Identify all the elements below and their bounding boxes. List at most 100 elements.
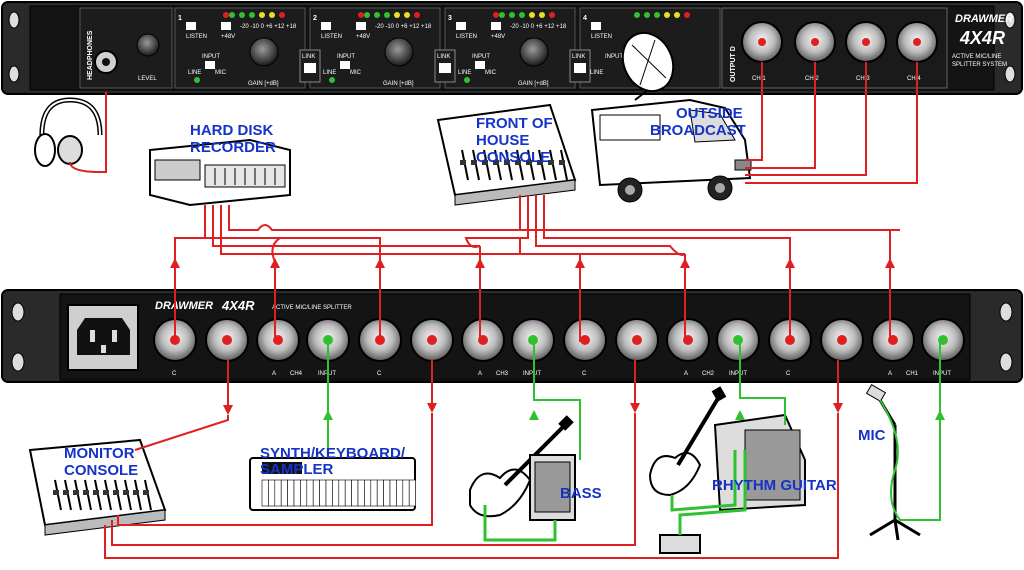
bass-guitar xyxy=(469,415,576,521)
label-synth-line1: SYNTH/KEYBOARD/ xyxy=(260,445,406,462)
link-buttons: LINK LINK LINK xyxy=(299,49,591,83)
xlr-pin xyxy=(913,38,921,46)
fader-cap xyxy=(133,490,139,495)
phantom-led xyxy=(223,12,229,18)
headphones-label: HEADPHONES xyxy=(87,30,94,80)
line-led xyxy=(329,77,335,83)
cable-output-ch1 xyxy=(745,62,763,161)
jack-label-c: C xyxy=(377,371,382,377)
synth-key xyxy=(389,479,397,507)
channel-number: 2 xyxy=(313,15,317,22)
synth-keyboard xyxy=(249,457,416,511)
fader-cap xyxy=(504,160,510,165)
synth-key xyxy=(280,479,288,507)
meter-led xyxy=(414,12,420,18)
xlr-pin xyxy=(862,38,870,46)
channel-number: 4 xyxy=(583,15,587,22)
meter-scale: -20 -10 0 +6 +12 +18 xyxy=(240,24,297,30)
headphone-jack-hole xyxy=(102,58,110,66)
meter-led xyxy=(259,12,265,18)
model-name: 4X4R xyxy=(959,28,1005,48)
rack-screw xyxy=(8,65,20,83)
synth-key xyxy=(274,479,282,507)
model-subtitle-2: SPLITTER SYSTEM xyxy=(952,62,1007,68)
meter-led xyxy=(519,12,525,18)
fader-cap xyxy=(471,160,477,165)
fader-cap xyxy=(93,490,99,495)
label-mic: MIC xyxy=(858,427,886,444)
rack-screw xyxy=(8,11,20,29)
link-label: LINK xyxy=(437,54,450,60)
fader-cap xyxy=(559,160,565,165)
jack-label-c: C xyxy=(786,371,791,377)
meter-led xyxy=(664,12,670,18)
synth-key xyxy=(408,479,416,507)
phantom-button xyxy=(356,22,366,30)
synth-key xyxy=(300,479,308,507)
jack-label: CH 1 xyxy=(752,76,766,82)
meter-led xyxy=(539,12,545,18)
rack-screw xyxy=(1004,65,1016,83)
fader-cap xyxy=(537,160,543,165)
fader-cap xyxy=(482,160,488,165)
xlr-jack-pin xyxy=(837,335,847,345)
channel-strip-3: 3 xyxy=(444,7,576,89)
xlr-pin xyxy=(811,38,819,46)
label-hard-disk-line2: RECORDER xyxy=(190,139,276,156)
meter-led xyxy=(644,12,650,18)
cable-output-ch3 xyxy=(745,62,867,176)
headphones-icon xyxy=(34,97,103,173)
meter-led xyxy=(529,12,535,18)
jack-label-a: A xyxy=(478,371,482,377)
jack-label-input: INPUT xyxy=(933,371,951,377)
phantom-button xyxy=(221,22,231,30)
xlr-jack-pin xyxy=(733,335,743,345)
meter-led xyxy=(364,12,370,18)
channel-label: CH3 xyxy=(496,371,509,377)
rack-screw xyxy=(1004,11,1016,29)
synth-key xyxy=(306,479,314,507)
bottom-subtitle: ACTIVE MIC/LINE SPLITTER xyxy=(272,305,352,311)
synth-key xyxy=(396,479,404,507)
jack-label-c: C xyxy=(172,371,177,377)
channel-strip-2: 2 xyxy=(309,7,441,89)
synth-key xyxy=(312,479,320,507)
gain-knob xyxy=(249,37,279,67)
synth-key xyxy=(338,479,346,507)
fader-cap xyxy=(143,490,149,495)
listen-button xyxy=(591,22,601,30)
bottom-brand: DRAWMER xyxy=(155,300,213,312)
effects-pedal xyxy=(659,534,701,554)
synth-key xyxy=(293,479,301,507)
jack-label-input: INPUT xyxy=(523,371,541,377)
phantom-led xyxy=(358,12,364,18)
input-label: INPUT xyxy=(472,54,490,60)
meter-led xyxy=(634,12,640,18)
listen-button xyxy=(186,22,196,30)
synth-key xyxy=(287,479,295,507)
phantom-label: +48V xyxy=(356,34,370,40)
listen-label: LISTEN xyxy=(591,34,612,40)
synth-key xyxy=(351,479,359,507)
synth-key xyxy=(332,479,340,507)
meter-led xyxy=(654,12,660,18)
fader-cap xyxy=(460,160,466,165)
label-monitor-line1: MONITOR xyxy=(64,445,135,462)
cables xyxy=(100,62,945,559)
label-hard-disk-line1: HARD DISK xyxy=(190,122,274,139)
input-label: INPUT xyxy=(337,54,355,60)
channel-number: 1 xyxy=(178,15,182,22)
input-label: INPUT xyxy=(605,54,623,60)
output-d-label: OUTPUT D xyxy=(730,46,737,82)
link-button xyxy=(304,63,316,73)
channel-label: CH4 xyxy=(290,371,303,377)
meter-led xyxy=(394,12,400,18)
jack-label-a: A xyxy=(272,371,276,377)
cable-headphones xyxy=(100,92,107,173)
synth-key xyxy=(376,479,384,507)
mic-label: MIC xyxy=(350,70,362,76)
synth-key xyxy=(268,479,276,507)
label-foh-line3: CONSOLE xyxy=(476,149,550,166)
meter-led xyxy=(674,12,680,18)
meter-led xyxy=(229,12,235,18)
